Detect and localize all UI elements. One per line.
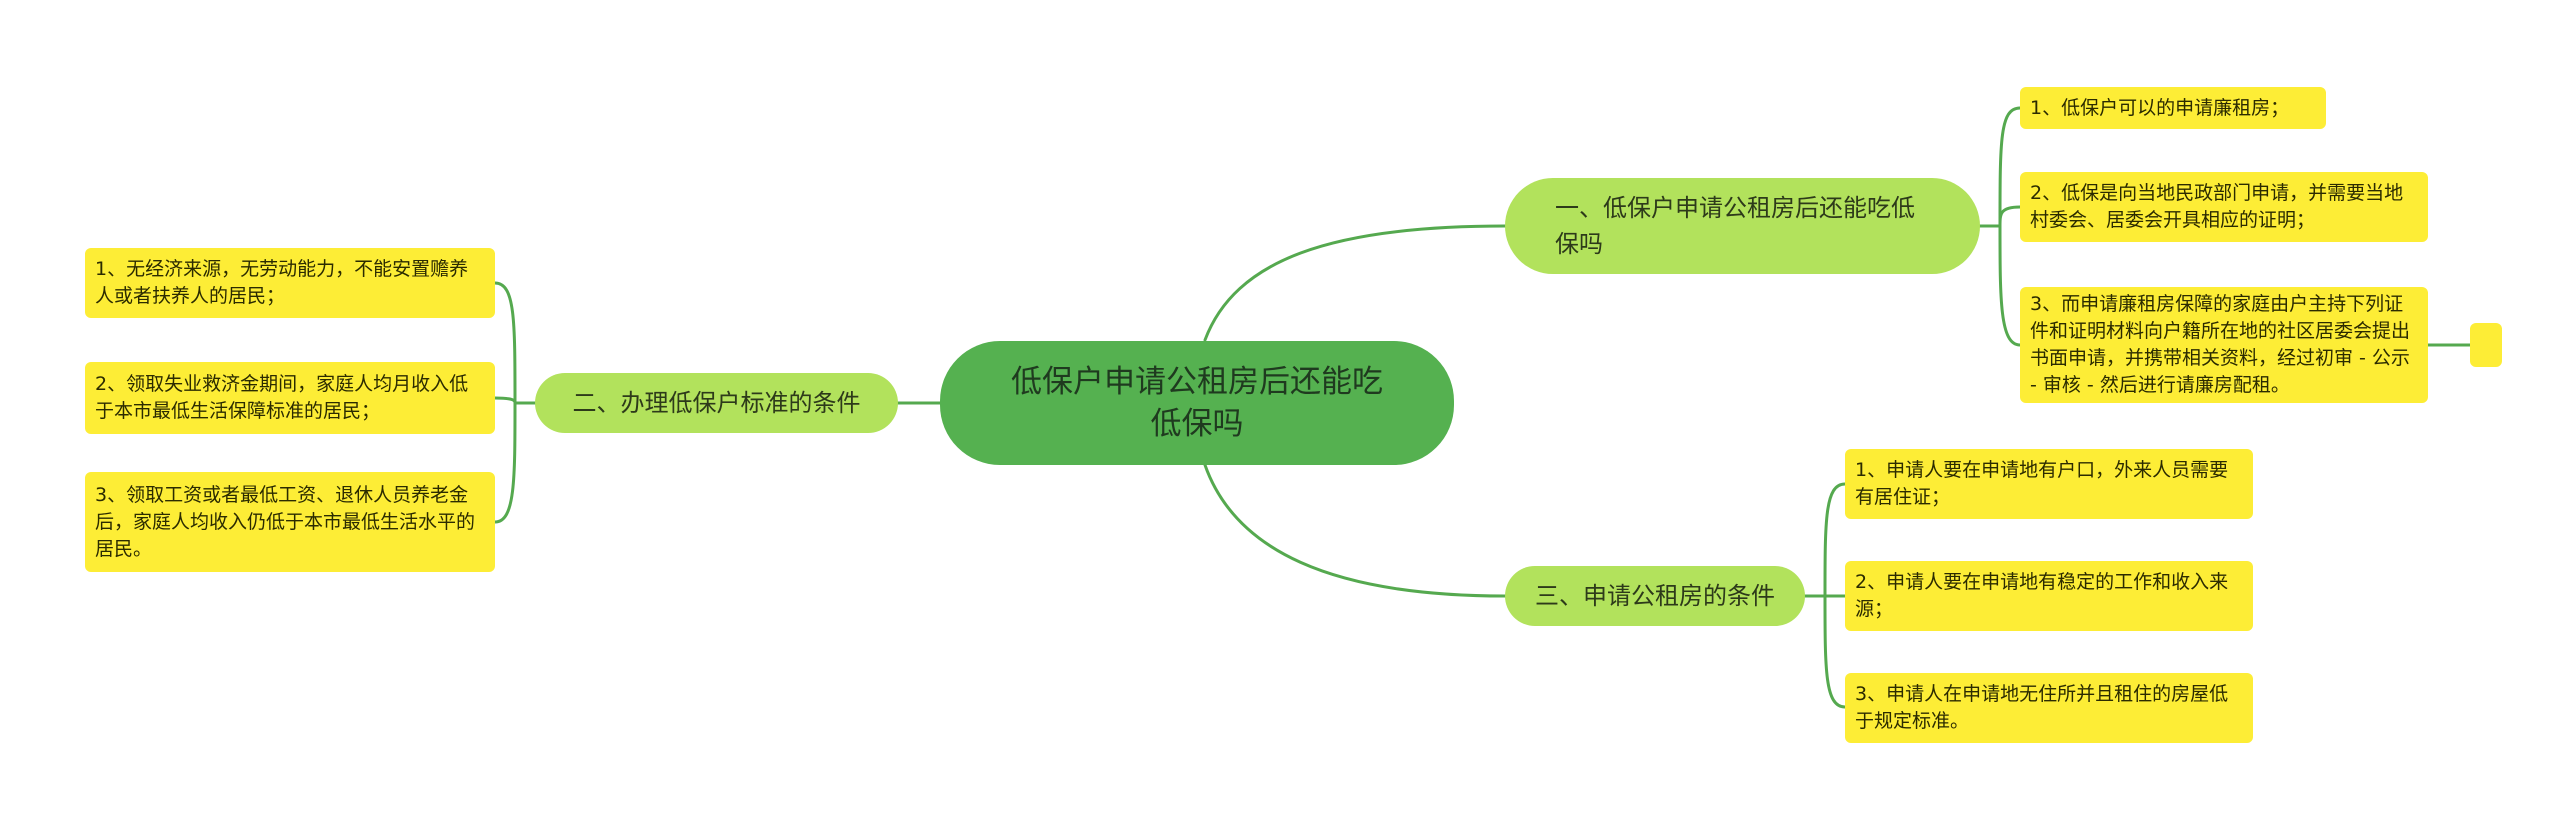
leaf-label: 2、低保是向当地民政部门申请，并需要当地村委会、居委会开具相应的证明； (2030, 182, 2404, 231)
branch-2-label: 二、办理低保户标准的条件 (572, 389, 861, 417)
leaf-label: 1、低保户可以的申请廉租房； (2030, 96, 2290, 119)
branch-3-topic[interactable]: 三、申请公租房的条件 (1505, 566, 1805, 626)
branch-1-leaf-3[interactable]: 3、而申请廉租房保障的家庭由户主持下列证件和证明材料向户籍所在地的社区居委会提出… (2020, 287, 2428, 403)
branch-2-leaf-2[interactable]: 2、领取失业救济金期间，家庭人均月收入低于本市最低生活保障标准的居民； (85, 362, 495, 434)
branch-2-leaf-3[interactable]: 3、领取工资或者最低工资、退休人员养老金后，家庭人均收入仍低于本市最低生活水平的… (85, 472, 495, 572)
leaf-label: 2、申请人要在申请地有稳定的工作和收入来源； (1855, 571, 2229, 620)
branch-2-topic[interactable]: 二、办理低保户标准的条件 (535, 373, 898, 433)
branch-1-leaf-3-extra[interactable] (2470, 323, 2502, 367)
edge-branch-1-leaf-2 (1998, 205, 2022, 228)
edge-branch-2-leaf-1 (493, 281, 517, 405)
leaf-label: 3、申请人在申请地无住所并且租住的房屋低于规定标准。 (1855, 683, 2229, 732)
leaf-label: 2、领取失业救济金期间，家庭人均月收入低于本市最低生活保障标准的居民； (95, 373, 469, 422)
edge-branch-3-leaf-1 (1823, 482, 1847, 598)
leaf-label: 3、领取工资或者最低工资、退休人员养老金后，家庭人均收入仍低于本市最低生活水平的… (95, 483, 476, 560)
branch-3-label: 三、申请公租房的条件 (1535, 582, 1775, 610)
edge-branch-3-leaf-3 (1823, 594, 1847, 709)
branch-3-leaf-2[interactable]: 2、申请人要在申请地有稳定的工作和收入来源； (1845, 561, 2253, 631)
branch-3-leaf-3[interactable]: 3、申请人在申请地无住所并且租住的房屋低于规定标准。 (1845, 673, 2253, 743)
branch-3-leaf-1[interactable]: 1、申请人要在申请地有户口，外来人员需要有居住证； (1845, 449, 2253, 519)
leaf-label: 1、无经济来源，无劳动能力，不能安置赡养人或者扶养人的居民； (95, 258, 469, 307)
root-topic-label: 低保户申请公租房后还能吃低保吗 (1011, 364, 1383, 442)
edge-root-to-branch-3 (1203, 463, 1507, 598)
edge-branch-1-leaf-1 (1998, 106, 2022, 228)
branch-1-leaf-1[interactable]: 1、低保户可以的申请廉租房； (2020, 87, 2326, 129)
branch-1-leaf-2[interactable]: 2、低保是向当地民政部门申请，并需要当地村委会、居委会开具相应的证明； (2020, 172, 2428, 242)
leaf-label: 1、申请人要在申请地有户口，外来人员需要有居住证； (1855, 459, 2229, 508)
branch-2-leaf-1[interactable]: 1、无经济来源，无劳动能力，不能安置赡养人或者扶养人的居民； (85, 248, 495, 318)
edge-branch-2-leaf-2 (493, 396, 517, 405)
leaf-label: 3、而申请廉租房保障的家庭由户主持下列证件和证明材料向户籍所在地的社区居委会提出… (2030, 293, 2411, 396)
edge-root-to-branch-1 (1203, 224, 1507, 342)
edge-branch-1-leaf-3 (1998, 224, 2022, 347)
branch-1-topic[interactable]: 一、低保户申请公租房后还能吃低保吗 (1505, 178, 1980, 274)
branch-1-label: 一、低保户申请公租房后还能吃低保吗 (1555, 194, 1915, 258)
edge-branch-2-leaf-3 (493, 401, 517, 524)
root-topic[interactable]: 低保户申请公租房后还能吃低保吗 (940, 341, 1454, 465)
